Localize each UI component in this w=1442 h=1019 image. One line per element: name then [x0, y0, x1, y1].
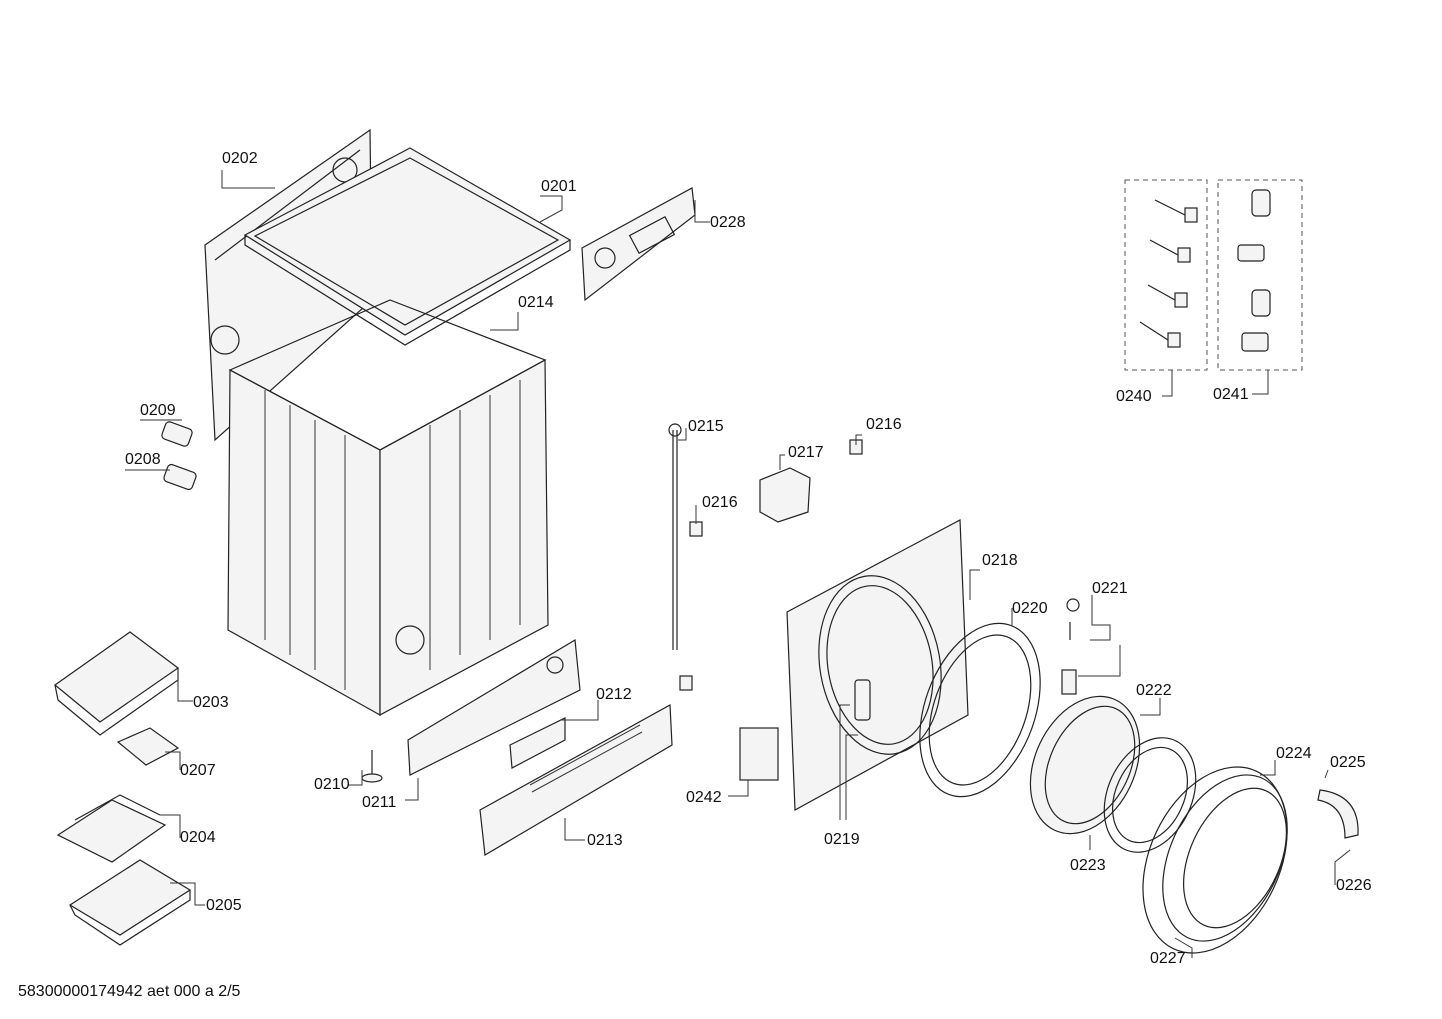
lock-0221	[1061, 598, 1080, 695]
handle-0225	[1317, 789, 1359, 839]
clip-0216	[679, 439, 863, 691]
box-0217	[759, 467, 811, 523]
valve-0209	[161, 421, 193, 447]
label-0205: 0205	[206, 897, 242, 914]
label-0202: 0202	[222, 150, 258, 167]
control-panel-0228	[581, 187, 696, 302]
panel-0211	[407, 638, 581, 776]
label-0220: 0220	[1012, 600, 1048, 617]
label-0227: 0227	[1150, 950, 1186, 967]
label-0212: 0212	[596, 686, 632, 703]
label-0242: 0242	[686, 789, 722, 806]
document-id-footer: 58300000174942 aet 000 a 2/5	[18, 983, 241, 1000]
rod-0215	[668, 423, 682, 650]
label-0241: 0241	[1213, 386, 1249, 403]
label-0203: 0203	[193, 694, 229, 711]
label-0216-upper: 0216	[866, 416, 902, 433]
label-0210: 0210	[314, 776, 350, 793]
foot-0210	[361, 750, 383, 783]
ring-0220	[919, 622, 1041, 798]
label-0211: 0211	[362, 794, 397, 811]
handle-0212	[509, 717, 566, 769]
label-0216-lower: 0216	[702, 494, 738, 511]
leader-lines	[125, 170, 1351, 958]
label-0219: 0219	[824, 831, 860, 848]
label-0228: 0228	[710, 214, 746, 231]
service-flap-0213	[479, 704, 673, 856]
cabinet-0214	[227, 299, 549, 717]
kit-0241	[1217, 179, 1303, 371]
label-0209: 0209	[140, 402, 176, 419]
hinge-0219	[854, 679, 871, 721]
label-0225: 0225	[1330, 754, 1366, 771]
label-0214: 0214	[518, 294, 554, 311]
door-frame-0227	[1142, 766, 1288, 954]
label-0221: 0221	[1092, 580, 1128, 597]
label-0217: 0217	[788, 444, 824, 461]
label-0215: 0215	[688, 418, 724, 435]
door-bowl-0222	[1029, 695, 1141, 835]
label-0201: 0201	[541, 178, 577, 195]
label-0226: 0226	[1336, 877, 1372, 894]
label-0207: 0207	[180, 762, 216, 779]
front-panel-0218	[739, 519, 969, 811]
module-0204	[56, 794, 167, 863]
label-0213: 0213	[587, 832, 623, 849]
label-0218: 0218	[982, 552, 1018, 569]
tray-0205	[68, 859, 192, 946]
label-0222: 0222	[1136, 682, 1172, 699]
label-0224: 0224	[1276, 745, 1312, 762]
label-0208: 0208	[125, 451, 161, 468]
top-cover-0201	[243, 147, 572, 346]
pcb-0207	[116, 727, 180, 766]
label-0223: 0223	[1070, 857, 1106, 874]
valve-0208	[163, 463, 197, 491]
detergent-housing-0203	[54, 631, 180, 736]
kit-0240	[1124, 179, 1208, 371]
label-0240: 0240	[1116, 388, 1152, 405]
label-0204: 0204	[180, 829, 216, 846]
